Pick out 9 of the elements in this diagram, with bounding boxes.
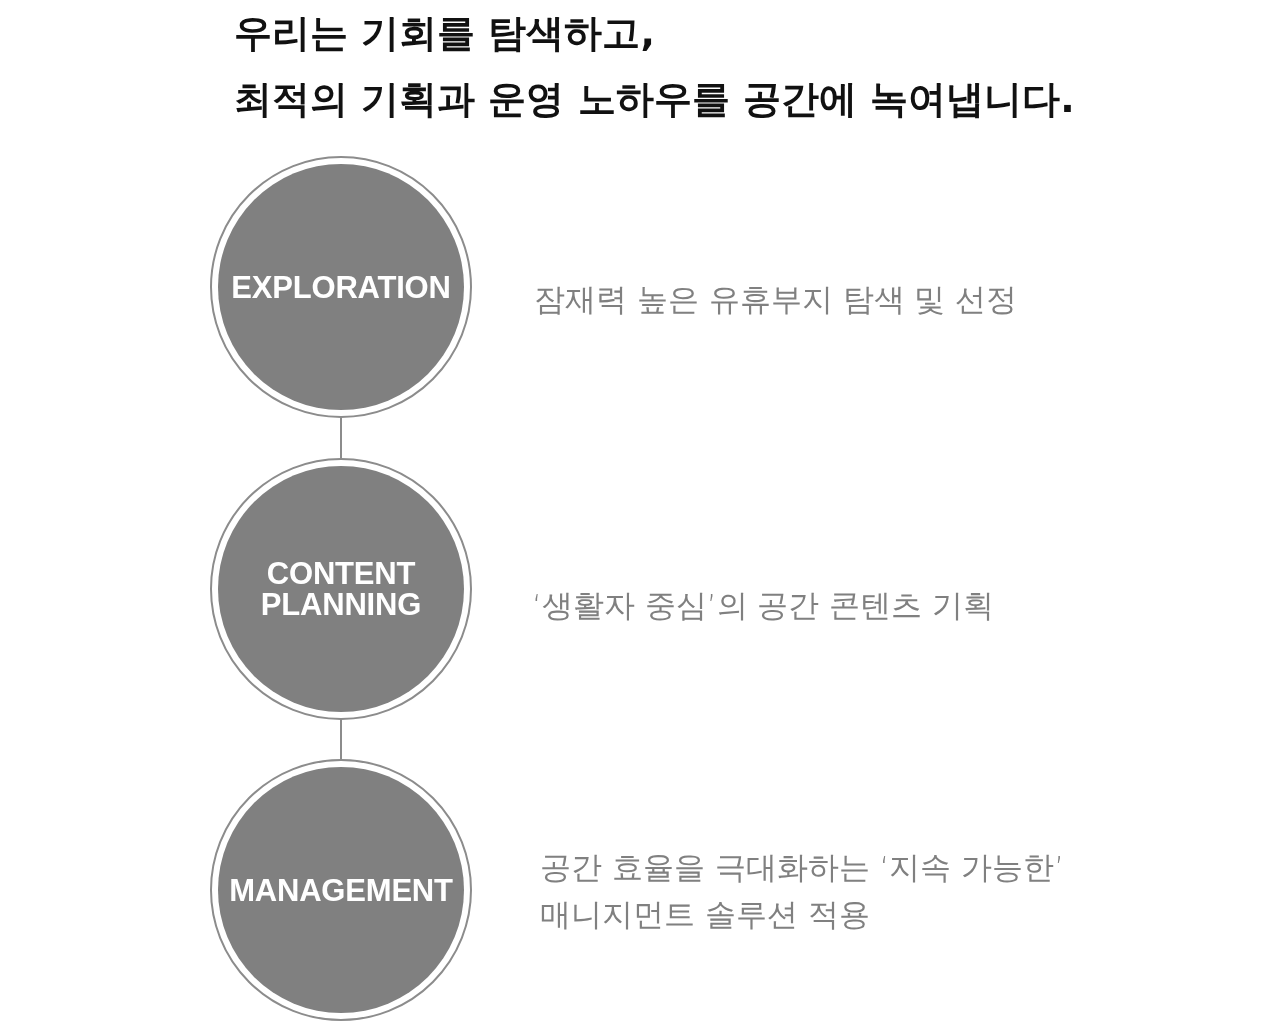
step-description: ‘생활자 중심’의 공간 콘텐츠 기획 — [532, 585, 996, 625]
heading: 우리는 기회를 탐색하고, 최적의 기획과 운영 노하우를 공간에 녹여냅니다. — [234, 10, 1075, 123]
step-title: CONTENT PLANNING — [259, 558, 423, 620]
step-title: EXPLORATION — [231, 271, 451, 303]
connector-line — [340, 719, 342, 760]
connector-line — [340, 417, 342, 459]
step-title: MANAGEMENT — [229, 874, 453, 906]
step-description: 잠재력 높은 유휴부지 탐색 및 선정 — [534, 279, 1019, 319]
step-description: 공간 효율을 극대화하는 ‘지속 가능한’ 매니지먼트 솔루션 적용 — [540, 848, 1066, 934]
